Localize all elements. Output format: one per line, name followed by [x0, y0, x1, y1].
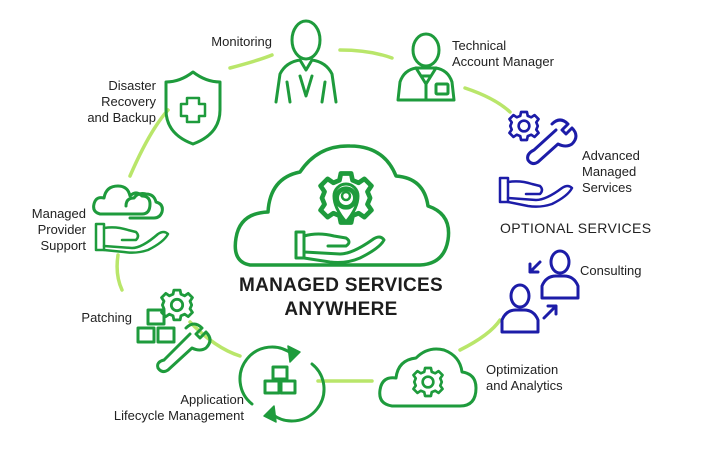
label-line: Account Manager	[452, 54, 554, 69]
label-managed-provider-support: Managed Provider Support	[10, 206, 86, 254]
label-line: Disaster	[108, 78, 156, 93]
label-monitoring: Monitoring	[168, 34, 272, 50]
label-line: Support	[40, 238, 86, 253]
label-line: and Analytics	[486, 378, 563, 393]
cloud-gear-icon	[378, 347, 478, 408]
label-line: Consulting	[580, 263, 642, 278]
label-line: Managed	[582, 164, 637, 179]
manager-icon	[396, 32, 456, 102]
person-icon	[274, 19, 338, 104]
center-title: MANAGED SERVICES ANYWHERE	[232, 274, 450, 322]
label-consulting: Consulting	[580, 263, 670, 279]
label-line: and Backup	[87, 110, 156, 125]
label-disaster-recovery: Disaster Recovery and Backup	[60, 78, 156, 126]
label-line: Lifecycle Management	[113, 408, 244, 423]
label-advanced-managed-services: Advanced Managed Services	[582, 148, 672, 196]
managed-services-cloud-icon	[233, 144, 451, 267]
label-line: Provider	[37, 222, 86, 237]
label-line: Services	[582, 180, 632, 195]
label-line: Application	[180, 392, 244, 407]
cloud-hand-icon	[92, 184, 170, 254]
label-line: Monitoring	[211, 34, 272, 49]
center-title-line-1: MANAGED SERVICES	[239, 275, 443, 296]
optional-services-heading: OPTIONAL SERVICES	[500, 220, 652, 236]
label-patching: Patching	[50, 310, 132, 326]
label-optimization-analytics: Optimization and Analytics	[486, 362, 596, 394]
label-line: Technical	[452, 38, 507, 53]
label-line: Managed	[31, 206, 86, 221]
gear-wrench-hand-icon	[498, 110, 578, 208]
label-line: Recovery	[101, 94, 156, 109]
shield-cross-icon	[164, 70, 222, 146]
label-line: Optimization	[486, 362, 559, 377]
label-line: Patching	[81, 310, 132, 325]
ring-connector	[115, 48, 512, 383]
cycle-blocks-icon	[238, 345, 326, 423]
gear-blocks-wrench-icon	[136, 290, 212, 374]
label-technical-account-manager: Technical Account Manager	[452, 38, 582, 70]
label-line: Advanced	[582, 148, 640, 163]
label-application-lifecycle: Application Lifecycle Management	[60, 392, 244, 424]
center-title-line-2: ANYWHERE	[284, 299, 398, 320]
people-exchange-icon	[500, 249, 580, 334]
